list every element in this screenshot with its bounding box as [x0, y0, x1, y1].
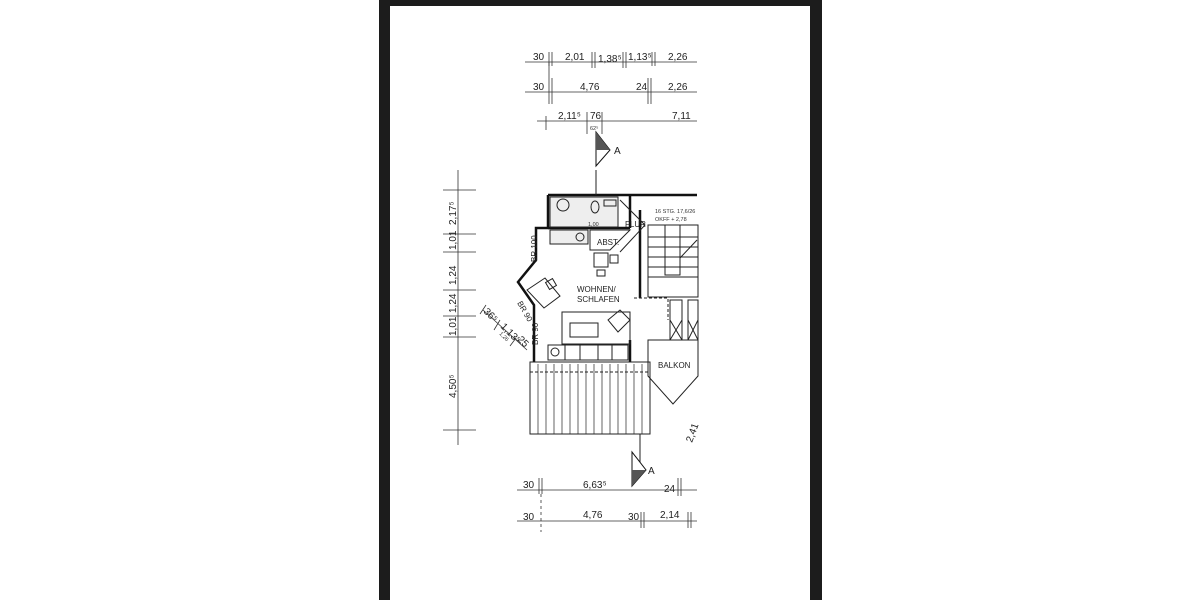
dim-text: 2,26: [668, 52, 688, 63]
window-label: BR 100: [530, 235, 539, 262]
dim-text: 1,24: [448, 265, 459, 285]
section-marker-top-icon: [595, 130, 611, 168]
dim-text: 30: [533, 52, 545, 63]
room-label-schlafen: SCHLAFEN: [577, 295, 620, 304]
section-marker-bottom-icon: [631, 450, 647, 488]
stair-note: 16 STG. 17,6/26: [655, 209, 695, 215]
dim-text: 1,26: [498, 331, 510, 343]
room-label-abst: ABST.: [597, 238, 619, 247]
section-label-bottom: A: [648, 466, 655, 477]
dim-text: 2,26: [668, 82, 688, 93]
dim-text: 30: [523, 512, 535, 523]
section-label-top: A: [614, 146, 621, 157]
dim-text: 7,11: [672, 111, 691, 122]
dim-text: 4,50⁵: [448, 374, 459, 398]
dim-text: 24: [636, 82, 648, 93]
dim-text: 2,01: [565, 52, 585, 63]
room-label-flur: FLUR: [625, 220, 646, 229]
dim-text: 4,76: [580, 82, 600, 93]
dim-text: 6,63⁵: [583, 480, 607, 491]
dim-text: 1,01: [448, 316, 459, 336]
room-label-balkon: BALKON: [658, 361, 691, 370]
dim-text: 2,14: [660, 510, 680, 521]
dim-text: 62⁵: [590, 125, 598, 132]
paper-sheet: [390, 6, 810, 600]
dim-text: 24: [664, 484, 676, 495]
dim-text: 2,11⁵: [558, 111, 581, 122]
window-label: BR 90: [531, 322, 540, 345]
dim-text: 30: [523, 480, 535, 491]
bath-label: 1,00: [588, 222, 599, 228]
dim-text: 4,76: [583, 510, 603, 521]
dim-text: 1,38⁵: [598, 54, 622, 65]
dim-text: 76: [590, 111, 602, 122]
dim-text: 1,13⁵: [628, 52, 652, 63]
dim-text: 2,17⁵: [448, 201, 459, 225]
dim-text: 1,01: [448, 230, 459, 250]
dim-text: 30: [628, 512, 640, 523]
dim-text: 1,24: [448, 293, 459, 313]
stair-note: OKFF + 2,78: [655, 217, 687, 223]
dim-text: 30: [533, 82, 545, 93]
dim-text: 2,41: [684, 422, 701, 444]
room-label-wohnen: WOHNEN/: [577, 285, 616, 294]
